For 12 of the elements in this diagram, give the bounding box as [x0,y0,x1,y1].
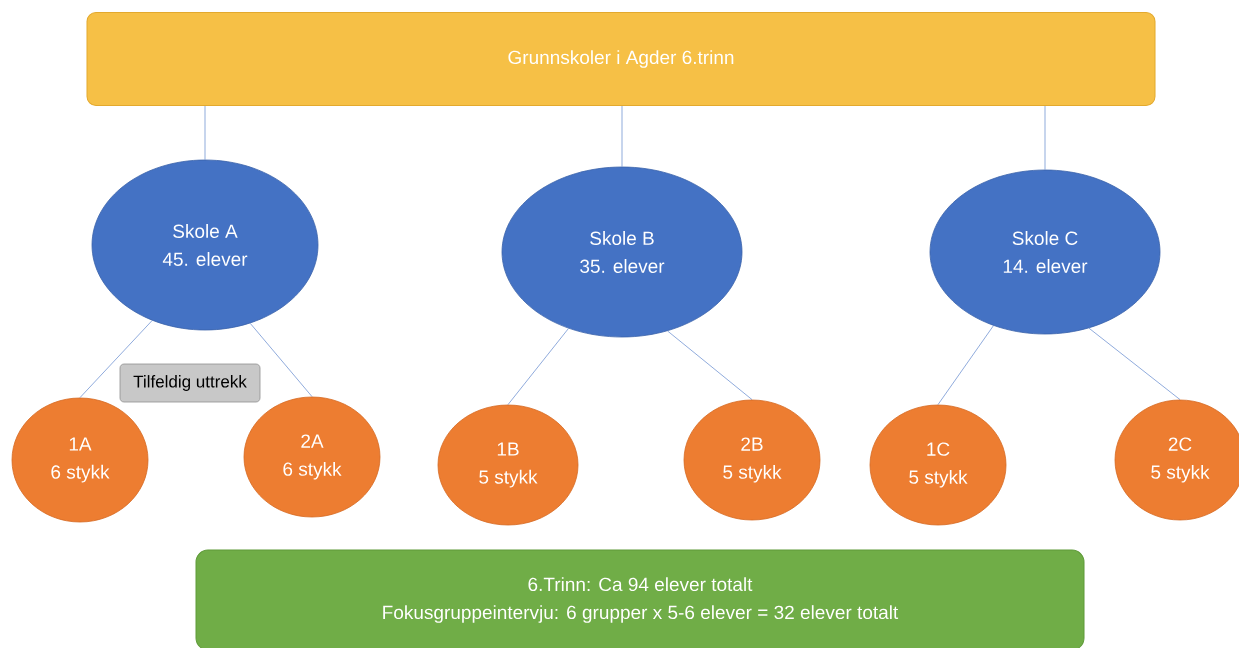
connector-line [667,330,753,400]
connector-line [204,105,206,160]
connector-line [249,323,313,397]
summary-box: 6.Trinn: Ca 94 elever totalt Fokusgruppeintervju: 6 grupper x 5-6 elever = 32 elever totalt [195,549,1085,648]
connector-line [1044,105,1046,170]
connector-line [621,105,623,167]
header-box: Grunnskoler i Agder 6.trinn [86,12,1156,106]
connector-line [1088,327,1181,400]
note-box: Tilfeldig uttrekk [119,363,261,403]
connector-line [937,325,994,405]
connector-line [507,328,569,405]
connector-line [79,320,153,398]
